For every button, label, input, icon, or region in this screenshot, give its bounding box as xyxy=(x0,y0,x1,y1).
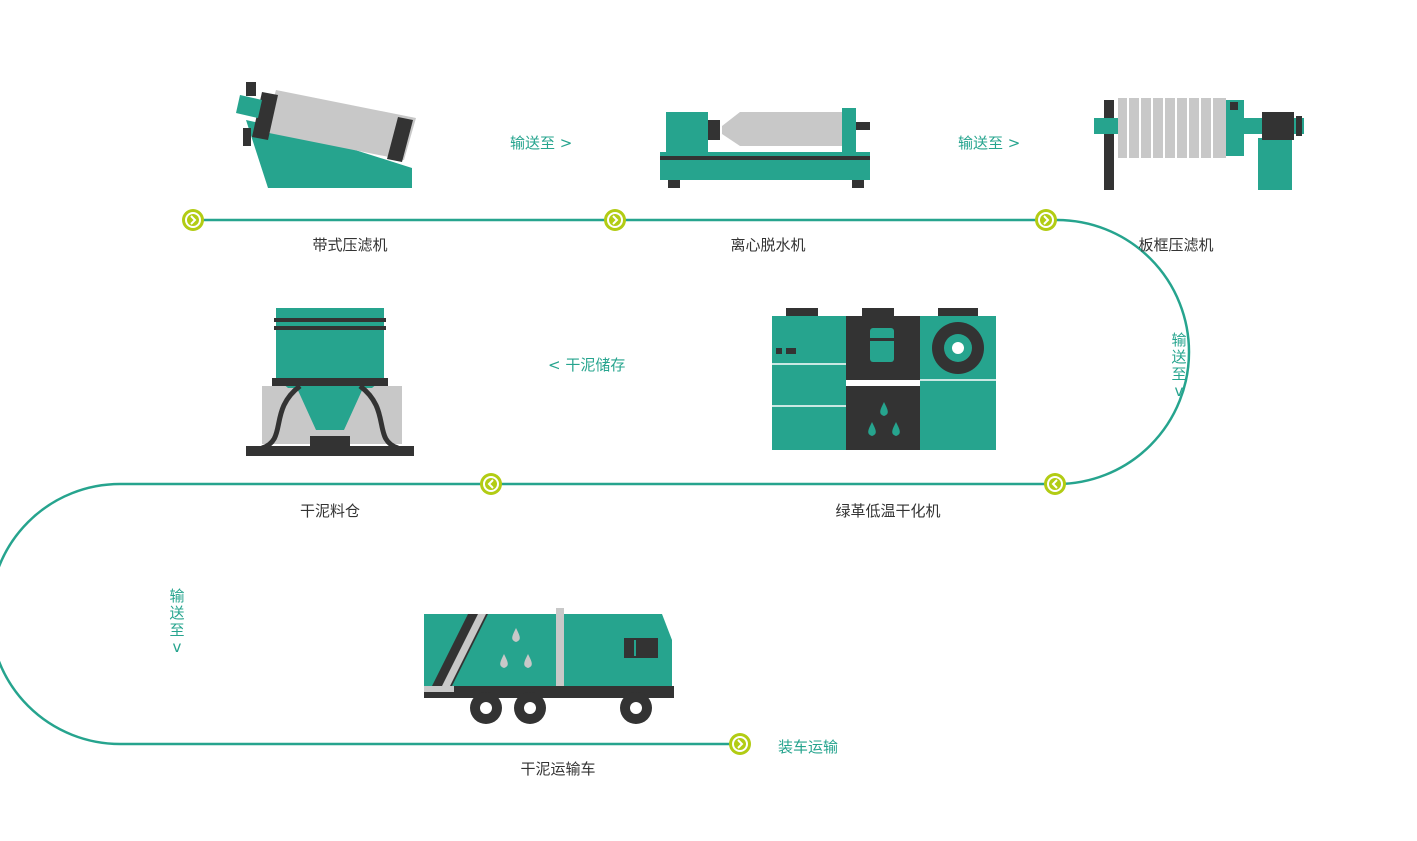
convey-char: 输 xyxy=(169,587,185,605)
convey-char: 送 xyxy=(1171,348,1187,366)
convey-label-vertical-right: 输 送 至 v xyxy=(1170,332,1188,400)
machine-label-dryer: 绿革低温干化机 xyxy=(835,502,941,520)
arrow-node-left-1 xyxy=(1044,473,1066,495)
dry-sludge-silo-icon xyxy=(246,308,414,456)
convey-label-2: 输送至 > xyxy=(958,134,1021,152)
arrow-node-right-2 xyxy=(604,209,626,231)
plate-frame-filter-press-icon xyxy=(1094,98,1304,190)
convey-label-1: 输送至 > xyxy=(510,134,573,152)
arrow-node-right-1 xyxy=(182,209,204,231)
convey-char: 至 xyxy=(1171,365,1187,383)
centrifuge-dehydrator-icon xyxy=(660,108,870,188)
convey-char: 至 xyxy=(169,621,185,639)
sludge-truck-icon xyxy=(424,608,674,724)
machine-label-centrifuge: 离心脱水机 xyxy=(730,236,806,254)
arrow-node-right-end xyxy=(729,733,751,755)
machine-label-belt-filter-press: 带式压滤机 xyxy=(312,236,388,254)
belt-filter-press-icon xyxy=(236,82,416,188)
arrow-node-right-3 xyxy=(1035,209,1057,231)
low-temp-dryer-icon xyxy=(772,308,996,450)
arrow-node-left-2 xyxy=(480,473,502,495)
convey-char: 送 xyxy=(169,604,185,622)
convey-char: 输 xyxy=(1171,331,1187,349)
machine-label-truck: 干泥运输车 xyxy=(520,760,596,778)
convey-label-vertical-left: 输 送 至 v xyxy=(168,588,186,656)
convey-char: v xyxy=(172,638,182,656)
machine-label-plate-frame-press: 板框压滤机 xyxy=(1138,236,1214,254)
loading-label: 装车运输 xyxy=(778,738,839,756)
storage-label: < 干泥储存 xyxy=(548,356,626,374)
convey-char: v xyxy=(1174,382,1184,400)
machine-label-silo: 干泥料仓 xyxy=(299,502,361,520)
